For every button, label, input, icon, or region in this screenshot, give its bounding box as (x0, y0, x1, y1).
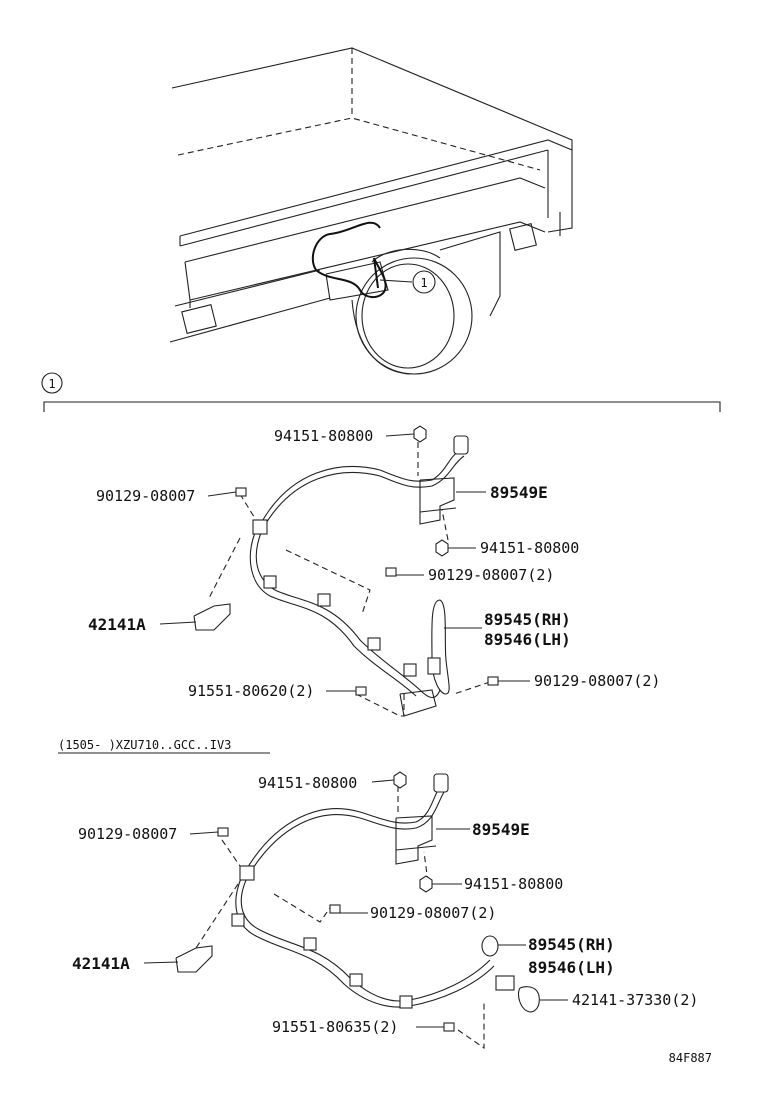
upper-assembly: 94151-80800 90129-08007 89549E 94151-808… (88, 425, 660, 717)
label-sensor-rh: 89545(RH) (484, 610, 571, 629)
label-bolt-lower-right: 90129-08007(2) (534, 672, 660, 690)
callout-circle (412, 270, 436, 294)
label-sensor-lh: 89546(LH) (484, 630, 571, 649)
label-bolt-left-2: 90129-08007 (78, 825, 177, 843)
label-sensor-lh-2: 89546(LH) (528, 958, 615, 977)
image-code: 84F887 (669, 1051, 712, 1065)
label-bolt-mid-2: 90129-08007(2) (370, 904, 496, 922)
label-bolt-lower-left-2: 91551-80635(2) (272, 1018, 398, 1036)
lower-assembly: 94151-80800 90129-08007 89549E 94151-808… (72, 771, 698, 1050)
label-nut-right: 94151-80800 (480, 539, 579, 557)
section-marker: 1 (48, 377, 55, 391)
label-bolt-lower-left: 91551-80620(2) (188, 682, 314, 700)
label-bolt-mid: 90129-08007(2) (428, 566, 554, 584)
truck-illustration: 1 (169, 47, 573, 375)
label-nut-top-2: 94151-80800 (258, 774, 357, 792)
variant-caption: (1505- )XZU710..GCC..IV3 (58, 738, 231, 752)
label-bolt-left: 90129-08007 (96, 487, 195, 505)
label-clamp-left: 42141A (88, 615, 146, 634)
callout-number: 1 (420, 276, 427, 290)
section-marker-circle (41, 372, 63, 394)
section-header: 1 (41, 372, 721, 412)
label-bracket-right-2: 89549E (472, 820, 530, 839)
label-clamp-left-2: 42141A (72, 954, 130, 973)
label-clip-right-2: 42141-37330(2) (572, 991, 698, 1009)
label-nut-top: 94151-80800 (274, 427, 373, 445)
label-nut-right-2: 94151-80800 (464, 875, 563, 893)
label-bracket-right: 89549E (490, 483, 548, 502)
label-sensor-rh-2: 89545(RH) (528, 935, 615, 954)
